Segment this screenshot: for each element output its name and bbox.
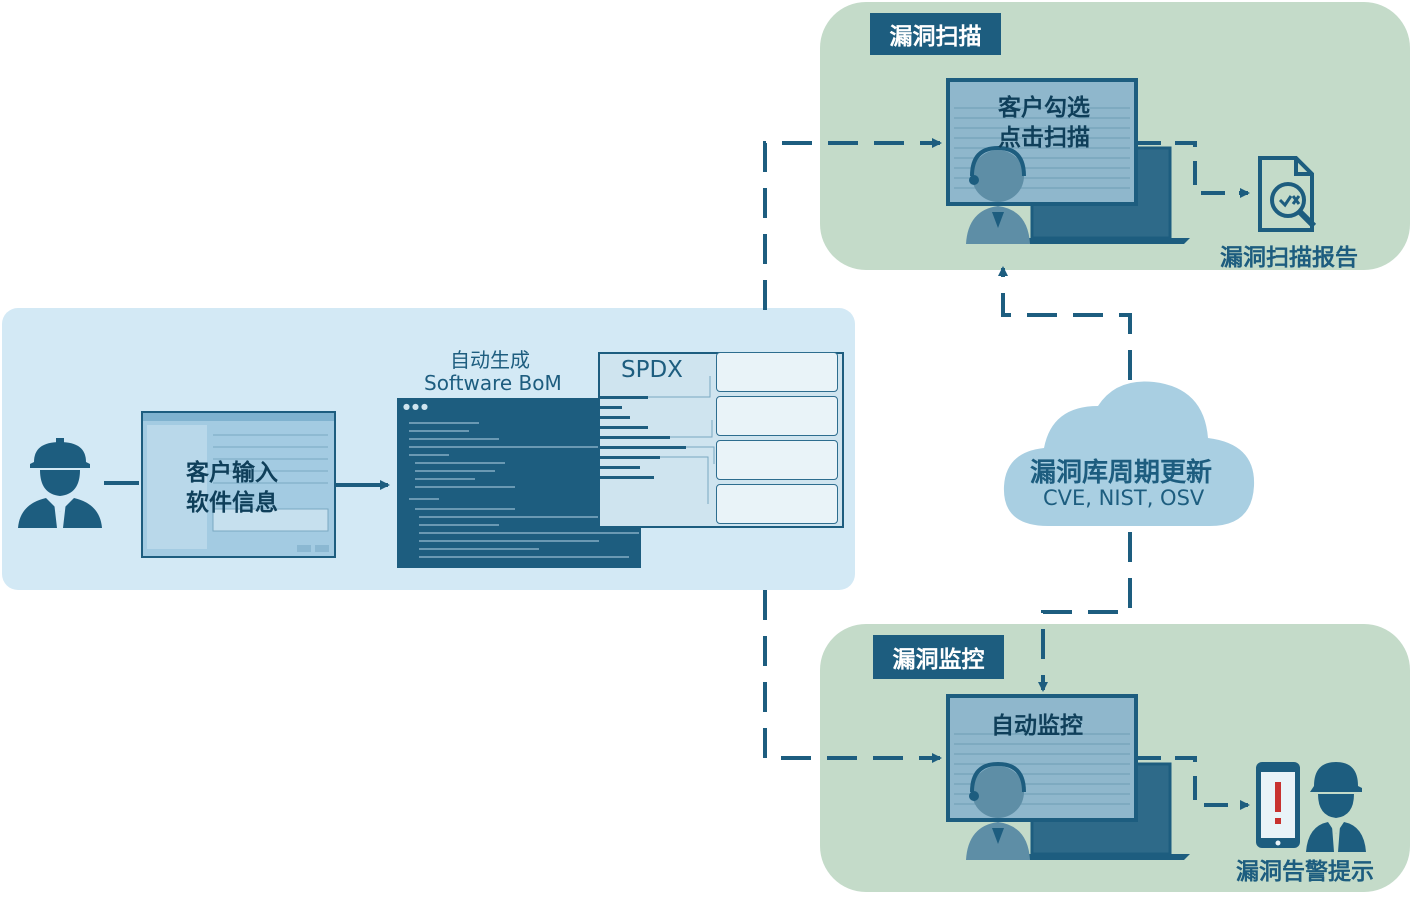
alert-phone-worker-icon <box>1256 762 1366 852</box>
scan-screen-label-1: 客户勾选 <box>998 95 1090 121</box>
arrow-scan-to-report <box>1137 141 1250 198</box>
spdx-package-entry-4 <box>716 484 838 524</box>
cloud-icon <box>1003 381 1255 526</box>
vuln-db-title: 漏洞库周期更新 <box>1030 458 1213 488</box>
monitor-screen-label: 自动监控 <box>991 713 1083 739</box>
spdx-tree-lines <box>600 376 715 504</box>
form-wireframe <box>143 413 334 552</box>
vuln-db-sources: CVE, NIST, OSV <box>1043 486 1205 510</box>
sbom-code-window: ●●● <box>397 398 641 568</box>
spdx-title: SPDX <box>621 357 683 383</box>
scan-workstation <box>946 78 1190 244</box>
vuln-scan-tag: 漏洞扫描 <box>870 13 1001 55</box>
scan-report-label: 漏洞扫描报告 <box>1220 245 1358 271</box>
auto-generate-label-1: 自动生成 <box>450 348 530 372</box>
arrow-db-to-scan <box>998 266 1132 380</box>
arrow-db-to-monitor <box>1038 532 1132 692</box>
monitor-workstation <box>946 694 1190 860</box>
auto-generate-label-2: Software BoM <box>424 371 562 395</box>
arrow-to-monitor <box>763 590 942 763</box>
worker-icon <box>18 438 102 528</box>
window-dots-icon: ●●● <box>403 402 430 411</box>
alert-label: 漏洞告警提示 <box>1236 859 1374 885</box>
spdx-package-entry-3 <box>716 440 838 480</box>
vuln-monitor-tag: 漏洞监控 <box>873 635 1004 679</box>
arrow-monitor-to-alert <box>1137 756 1250 810</box>
scan-report-icon <box>1258 156 1317 232</box>
spdx-package-entry-1 <box>716 352 838 392</box>
scan-screen-label-2: 点击扫描 <box>998 125 1090 151</box>
spdx-package-entry-2 <box>716 396 838 436</box>
software-info-form <box>141 411 336 558</box>
customer-input-label-1: 客户输入 <box>186 460 278 486</box>
arrow-to-scan <box>763 138 942 310</box>
customer-input-label-2: 软件信息 <box>186 490 278 516</box>
